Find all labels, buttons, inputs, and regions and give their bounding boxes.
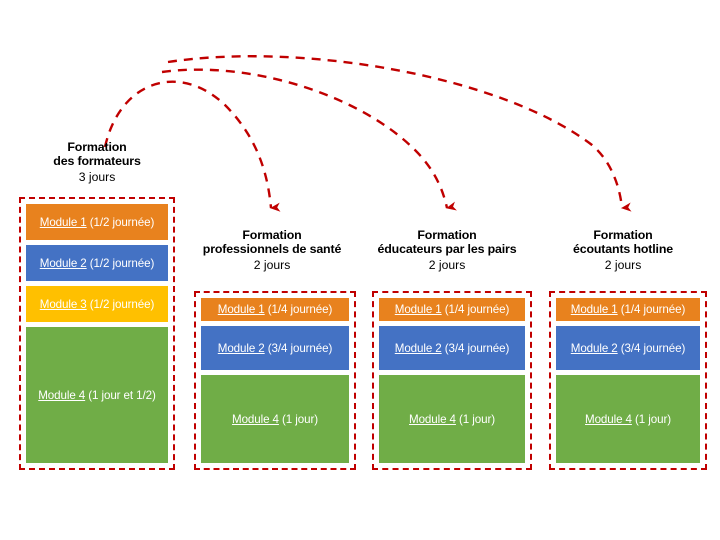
module-block-4[interactable]: Module 4 (1 jour): [379, 375, 525, 463]
module-block-4[interactable]: Module 4 (1 jour et 1/2): [26, 327, 168, 463]
module-block-3[interactable]: Module 3 (1/2 journée): [26, 286, 168, 322]
column-formation-educateurs-par-les-pairs: Formation éducateurs par les pairs 2 jou…: [361, 228, 533, 272]
column-title-line-2: éducateurs par les pairs: [377, 242, 517, 257]
module-block-2[interactable]: Module 2 (3/4 journée): [556, 326, 700, 370]
arrow-to-ecoutants-hotline: [167, 55, 632, 212]
column-duration: 2 jours: [604, 257, 642, 272]
module-group-formation-educateurs-par-les-pairs: Module 1 (1/4 journée) Module 2 (3/4 jou…: [372, 291, 532, 470]
module-duration: (1/4 journée): [264, 303, 333, 316]
module-duration: (1/4 journée): [441, 303, 510, 316]
column-title-line-2: écoutants hotline: [572, 242, 674, 257]
module-name: Module 4: [38, 388, 86, 402]
column-title-line-1: Formation: [417, 228, 477, 242]
column-duration: 3 jours: [78, 169, 116, 184]
column-formation-des-formateurs: Formation des formateurs 3 jours: [14, 140, 180, 184]
column-header-formation-educateurs-par-les-pairs: Formation éducateurs par les pairs 2 jou…: [361, 228, 533, 272]
module-block-4[interactable]: Module 4 (1 jour): [201, 375, 349, 463]
module-name: Module 4: [585, 412, 632, 426]
column-duration: 2 jours: [428, 257, 466, 272]
module-name: Module 1: [217, 303, 265, 316]
module-duration: (3/4 journée): [441, 341, 510, 355]
column-title-line-1: Formation: [593, 228, 653, 242]
module-duration: (3/4 journée): [617, 341, 686, 355]
module-name: Module 4: [409, 412, 456, 426]
column-formation-ecoutants-hotline: Formation écoutants hotline 2 jours: [537, 228, 709, 272]
module-block-2[interactable]: Module 2 (3/4 journée): [379, 326, 525, 370]
module-block-1[interactable]: Module 1 (1/4 journée): [556, 298, 700, 321]
module-duration: (1 jour et 1/2): [85, 388, 156, 402]
column-header-formation-ecoutants-hotline: Formation écoutants hotline 2 jours: [537, 228, 709, 272]
module-name: Module 3: [39, 297, 87, 311]
module-duration: (1 jour): [455, 412, 495, 426]
module-block-4[interactable]: Module 4 (1 jour): [556, 375, 700, 463]
module-duration: (3/4 journée): [264, 341, 333, 355]
column-title-line-1: Formation: [67, 140, 127, 154]
module-duration: (1/2 journée): [86, 215, 155, 229]
module-duration: (1 jour): [631, 412, 671, 426]
module-duration: (1 jour): [278, 412, 318, 426]
module-group-formation-professionnels-de-sante: Module 1 (1/4 journée) Module 2 (3/4 jou…: [194, 291, 356, 470]
module-name: Module 2: [39, 256, 87, 270]
module-name: Module 2: [570, 341, 618, 355]
module-block-2[interactable]: Module 2 (1/2 journée): [26, 245, 168, 281]
module-group-formation-des-formateurs: Module 1 (1/2 journée) Module 2 (1/2 jou…: [19, 197, 175, 470]
module-name: Module 1: [394, 303, 442, 316]
module-group-formation-ecoutants-hotline: Module 1 (1/4 journée) Module 2 (3/4 jou…: [549, 291, 707, 470]
module-name: Module 1: [570, 303, 618, 316]
module-block-1[interactable]: Module 1 (1/2 journée): [26, 204, 168, 240]
module-name: Module 2: [394, 341, 442, 355]
column-header-formation-professionnels-de-sante: Formation professionnels de santé 2 jour…: [186, 228, 358, 272]
module-duration: (1/4 journée): [617, 303, 686, 316]
arrow-to-educateurs-par-les-pairs: [161, 68, 457, 211]
module-block-2[interactable]: Module 2 (3/4 journée): [201, 326, 349, 370]
module-duration: (1/2 journée): [86, 256, 155, 270]
column-title-line-2: professionnels de santé: [202, 242, 342, 257]
column-title-line-1: Formation: [242, 228, 302, 242]
module-duration: (1/2 journée): [86, 297, 155, 311]
column-duration: 2 jours: [253, 257, 291, 272]
column-header-formation-des-formateurs: Formation des formateurs 3 jours: [14, 140, 180, 184]
module-name: Module 1: [39, 215, 87, 229]
module-block-1[interactable]: Module 1 (1/4 journée): [379, 298, 525, 321]
module-name: Module 2: [217, 341, 265, 355]
module-block-1[interactable]: Module 1 (1/4 journée): [201, 298, 349, 321]
column-formation-professionnels-de-sante: Formation professionnels de santé 2 jour…: [186, 228, 358, 272]
module-name: Module 4: [232, 412, 279, 426]
column-title-line-2: des formateurs: [53, 154, 141, 169]
